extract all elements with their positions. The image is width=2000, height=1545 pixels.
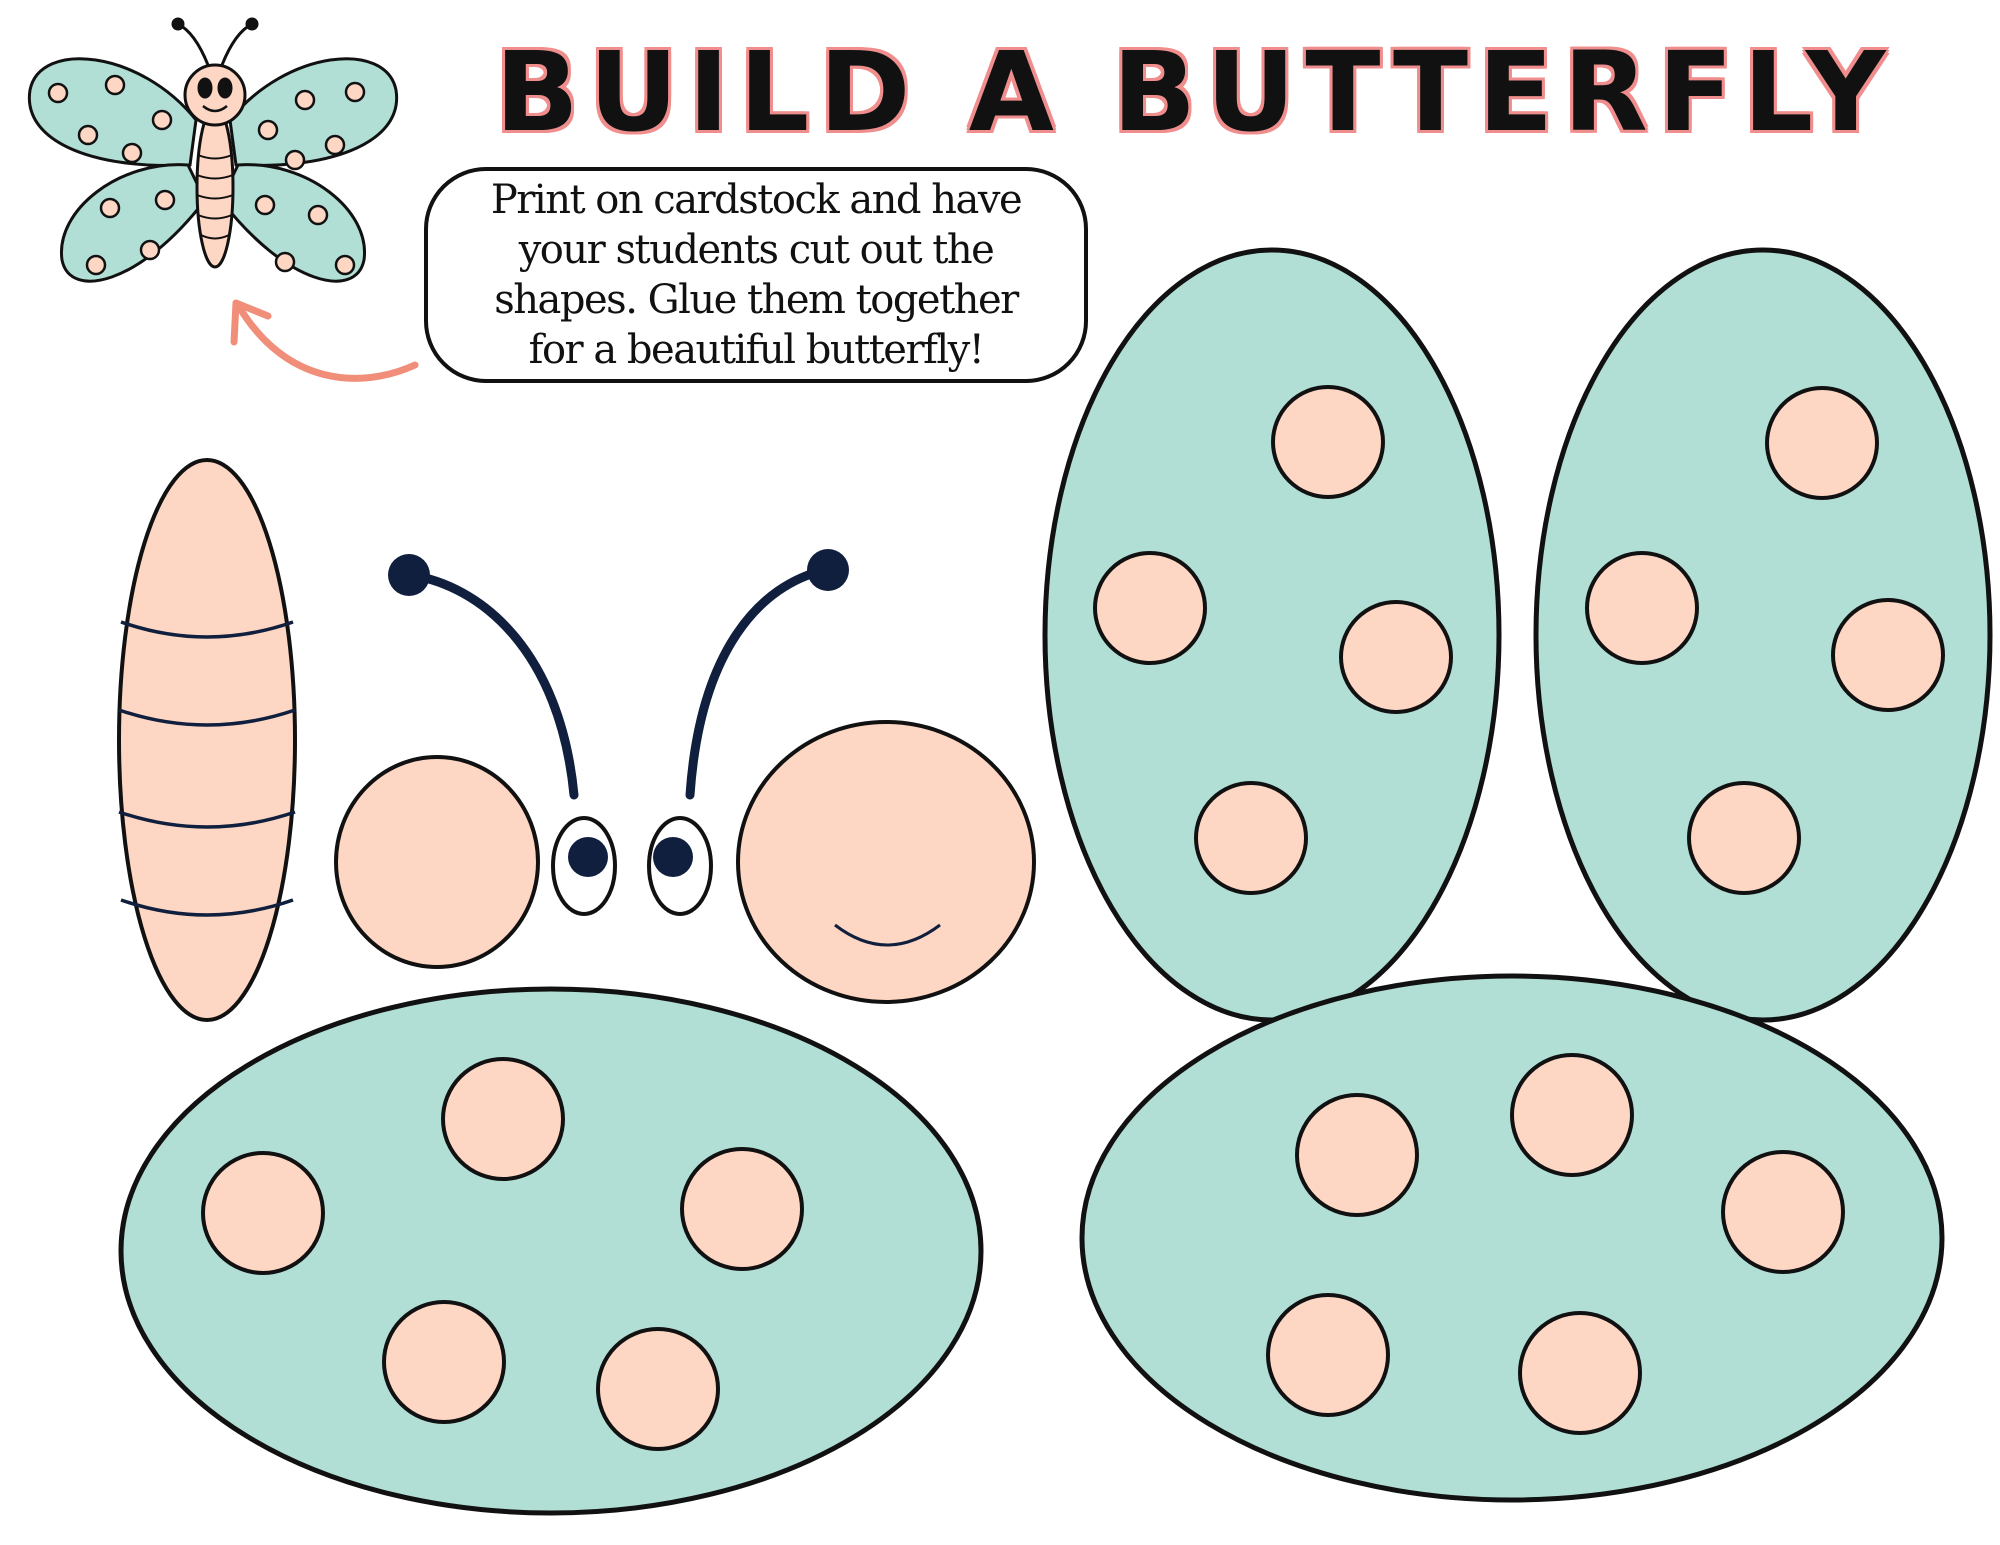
curved-arrow-icon [230, 299, 419, 382]
eye-right [647, 816, 713, 916]
antenna-right [685, 549, 849, 800]
head-piece [736, 720, 1036, 1004]
body-piece [117, 458, 297, 1022]
upper-wing-right [1533, 247, 1993, 1023]
lower-wing-left [118, 986, 984, 1516]
eye-left [551, 816, 617, 916]
antenna-left [388, 554, 579, 800]
page-title: BUILD A BUTTERFLY [495, 28, 1896, 156]
upper-wing-left [1042, 247, 1502, 1023]
lower-wing-right [1079, 973, 1945, 1503]
example-butterfly-icon [27, 17, 399, 283]
instructions-box: Print on cardstock and have your student… [424, 167, 1088, 383]
small-circle-piece [334, 755, 540, 969]
instructions-text: Print on cardstock and have your student… [490, 177, 1023, 373]
